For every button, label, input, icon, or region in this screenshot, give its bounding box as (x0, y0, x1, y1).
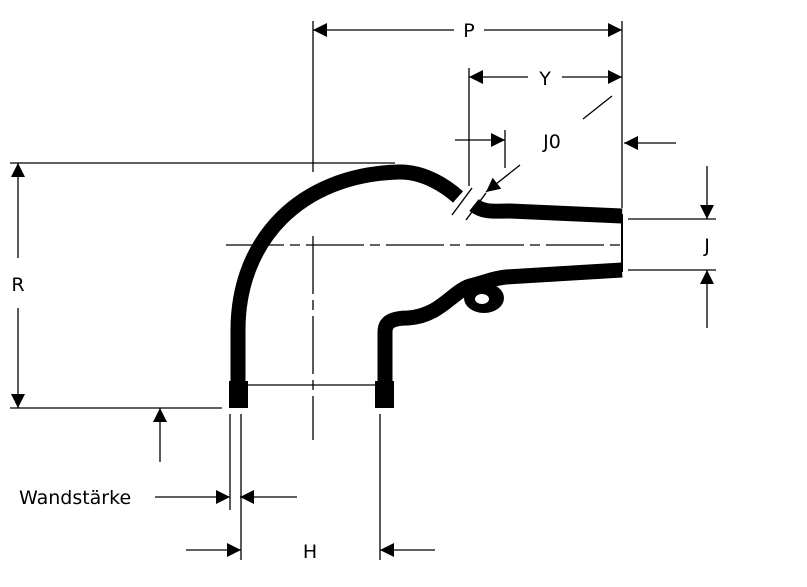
eye-lug (464, 283, 504, 313)
dimension-h (186, 414, 435, 560)
outer-wall-after-gap (469, 198, 623, 224)
dimension-wall-thickness (155, 414, 297, 510)
left-foot-block (229, 381, 248, 408)
dimension-j0 (455, 95, 676, 193)
j0-section-marks (451, 187, 487, 221)
label-p: P (463, 20, 474, 42)
label-y: Y (538, 68, 551, 90)
label-wall-thickness: Wandstärke (19, 487, 131, 509)
elbow-outline (230, 164, 623, 392)
dimension-r (10, 162, 395, 462)
dimension-p (312, 21, 623, 208)
outer-wall (230, 164, 464, 392)
label-j0: J0 (542, 131, 561, 153)
label-r: R (11, 274, 24, 296)
dimension-j (628, 166, 716, 328)
label-j: J (703, 235, 710, 257)
right-foot-block (375, 381, 394, 408)
label-h: H (303, 541, 317, 563)
inner-wall (377, 262, 623, 392)
dimension-y (468, 68, 622, 186)
